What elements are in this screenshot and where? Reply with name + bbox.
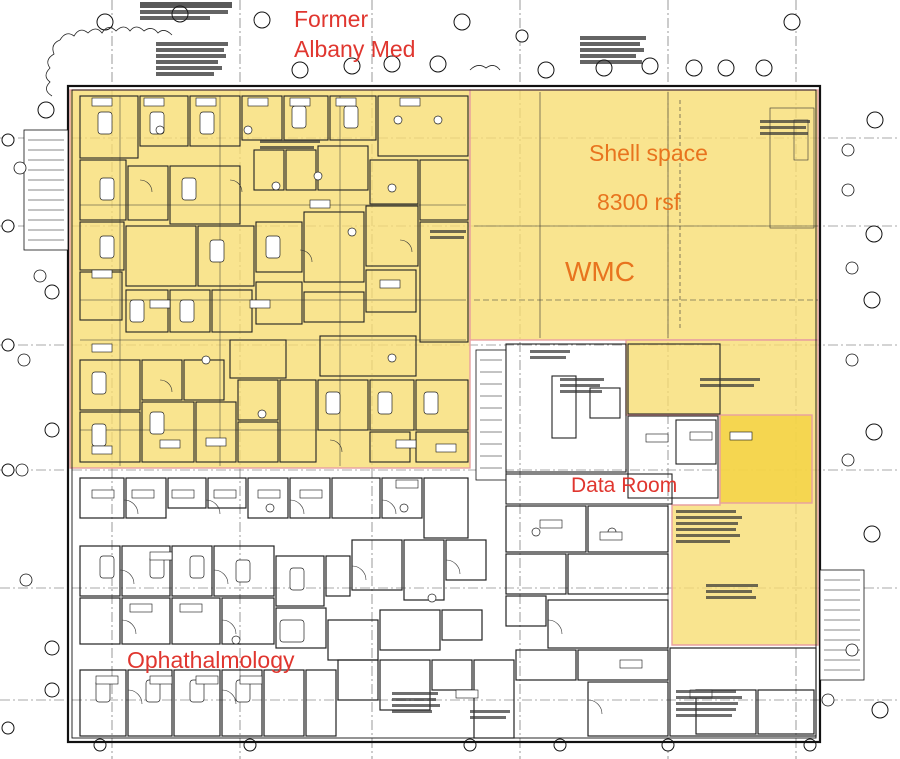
- former-albany-label-line1: Former: [294, 6, 369, 32]
- shell-space-details: [474, 92, 818, 338]
- data-room-label: Data Room: [571, 474, 678, 497]
- wmc-label: WMC: [565, 256, 635, 287]
- room-tags: [91, 97, 457, 455]
- lower-fixtures: [95, 503, 617, 703]
- highlight-zones: [69, 89, 819, 646]
- grid-bubbles: [1, 5, 889, 752]
- door-swings: [119, 179, 603, 715]
- ophthalmology-label: Ophathalmology: [127, 647, 295, 673]
- area-rsf-label: 8300 rsf: [597, 189, 681, 215]
- upper-left-details: [80, 96, 466, 466]
- lower-note-blocks: [260, 120, 810, 719]
- room-tags-lower: [91, 431, 753, 699]
- data-room-zone: [719, 414, 813, 504]
- shell-space-zone: [469, 89, 819, 341]
- general-notes-top: [140, 2, 646, 76]
- former-albany-med-zone: [69, 89, 471, 469]
- lower-left-partitions: [79, 477, 515, 739]
- section-markers: [13, 143, 859, 707]
- equipment-glyphs: [91, 105, 443, 447]
- former-albany-label-line2: Albany Med: [294, 36, 416, 62]
- shell-space-label: Shell space: [589, 140, 708, 166]
- revision-clouds: [45, 26, 501, 97]
- building-outline: [66, 84, 822, 744]
